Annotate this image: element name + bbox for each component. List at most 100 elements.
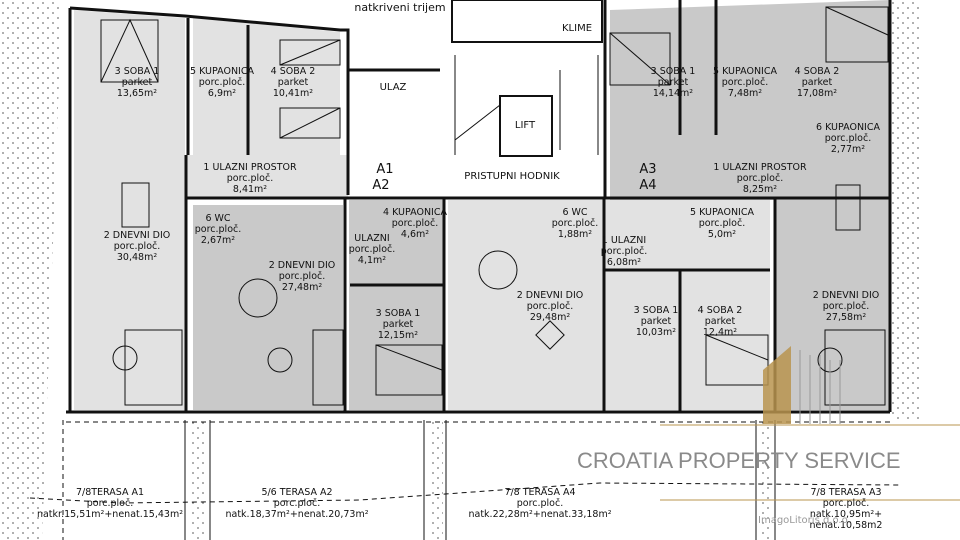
room-name: 5 KUPAONICA bbox=[690, 207, 754, 218]
room-name: 5/6 TERASA A2 bbox=[261, 487, 333, 498]
lift-shaft bbox=[499, 95, 553, 157]
room-name: 5 KUPAONICA bbox=[190, 66, 254, 77]
room-name: 3 SOBA 1 bbox=[114, 66, 160, 77]
watermark-credit: ImagoLitoris d.o.o. bbox=[758, 515, 851, 526]
room-name: 4 SOBA 2 bbox=[270, 66, 316, 77]
room-detail: porc.ploč. bbox=[822, 498, 870, 509]
room-name: 6 WC bbox=[205, 213, 231, 224]
room-detail: parket bbox=[382, 319, 414, 330]
room-name: ULAZNI bbox=[354, 233, 390, 244]
room-detail: 2,67m² bbox=[200, 235, 236, 246]
room-name: 6 WC bbox=[562, 207, 588, 218]
room-detail: 29,48m² bbox=[529, 312, 571, 323]
apartment-a4 bbox=[448, 200, 770, 410]
room-name: 3 SOBA 1 bbox=[650, 66, 696, 77]
room-detail: porc.ploč. bbox=[194, 224, 242, 235]
room-detail: porc.ploč. bbox=[822, 301, 870, 312]
apartment-a2-marker: A2 bbox=[372, 178, 390, 193]
room-detail: porc.ploč. bbox=[348, 244, 396, 255]
room-detail: porc.ploč. bbox=[600, 246, 648, 257]
lift-label: LIFT bbox=[514, 120, 536, 131]
room-detail: 10,03m² bbox=[635, 327, 677, 338]
room-detail: 5,0m² bbox=[707, 229, 737, 240]
room-detail: porc.ploč. bbox=[721, 77, 769, 88]
room-detail: 4,1m² bbox=[357, 255, 387, 266]
room-detail: porc.ploč. bbox=[736, 173, 784, 184]
room-detail: porc.ploč. bbox=[824, 133, 872, 144]
ac-room bbox=[451, 0, 603, 43]
apartment-a4-marker: A4 bbox=[639, 178, 657, 193]
room-name: 7/8TERASA A1 bbox=[75, 487, 145, 498]
room-detail: 17,08m² bbox=[796, 88, 838, 99]
room-detail: porc.ploč. bbox=[226, 173, 274, 184]
room-detail: parket bbox=[640, 316, 672, 327]
room-detail: porc.ploč. bbox=[526, 301, 574, 312]
room-detail: 2,77m² bbox=[830, 144, 866, 155]
room-detail: 27,58m² bbox=[825, 312, 867, 323]
room-detail: parket bbox=[704, 316, 736, 327]
furniture bbox=[100, 6, 889, 406]
room-name: 3 SOBA 1 bbox=[633, 305, 679, 316]
room-name: 6 KUPAONICA bbox=[816, 122, 880, 133]
room-name: 1 ULAZNI bbox=[601, 235, 647, 246]
room-detail: 8,41m² bbox=[232, 184, 268, 195]
room-detail: parket bbox=[801, 77, 833, 88]
room-detail: 12,4m² bbox=[702, 327, 738, 338]
terrace-outline bbox=[29, 420, 901, 540]
room-detail: porc.ploč. bbox=[278, 271, 326, 282]
room-detail: 27,48m² bbox=[281, 282, 323, 293]
room-detail: 4,6m² bbox=[400, 229, 430, 240]
room-detail: porc.ploč. bbox=[391, 218, 439, 229]
covered-porch-label: natkriveni trijem bbox=[351, 2, 449, 14]
garden-left bbox=[0, 0, 62, 540]
room-detail: porc.ploč. bbox=[198, 77, 246, 88]
room-name: 2 DNEVNI DIO bbox=[268, 260, 336, 271]
room-detail: porc.ploč. bbox=[273, 498, 321, 509]
room-detail: 30,48m² bbox=[116, 252, 158, 263]
room-detail: natk.22,28m²+nenat.33,18m² bbox=[468, 509, 612, 520]
apartment-a1-marker: A1 bbox=[376, 162, 394, 177]
room-detail: 1,88m² bbox=[557, 229, 593, 240]
room-detail: 10,41m² bbox=[272, 88, 314, 99]
garden-right bbox=[892, 0, 922, 420]
room-name: 4 SOBA 2 bbox=[794, 66, 840, 77]
room-name: 5 KUPAONICA bbox=[713, 66, 777, 77]
room-detail: 6,9m² bbox=[207, 88, 237, 99]
corridor-label: PRISTUPNI HODNIK bbox=[464, 171, 560, 182]
room-detail: porc.ploč. bbox=[551, 218, 599, 229]
room-detail: natk.10,95m²+ bbox=[809, 509, 883, 520]
room-detail: 12,15m² bbox=[377, 330, 419, 341]
room-name: 4 KUPAONICA bbox=[383, 207, 447, 218]
room-name: 1 ULAZNI PROSTOR bbox=[713, 162, 807, 173]
room-detail: porc.ploč. bbox=[698, 218, 746, 229]
room-name: 2 DNEVNI DIO bbox=[103, 230, 171, 241]
room-detail: natkr.15,51m²+nenat.15,43m² bbox=[36, 509, 184, 520]
room-name: 3 SOBA 1 bbox=[375, 308, 421, 319]
room-detail: porc.ploč. bbox=[516, 498, 564, 509]
room-detail: parket bbox=[277, 77, 309, 88]
terrace-dividers bbox=[184, 420, 776, 540]
room-detail: parket bbox=[657, 77, 689, 88]
room-name: 2 DNEVNI DIO bbox=[516, 290, 584, 301]
entrance-label: ULAZ bbox=[379, 82, 407, 93]
planter bbox=[430, 420, 443, 540]
room-detail: 7,48m² bbox=[727, 88, 763, 99]
room-name: 4 SOBA 2 bbox=[697, 305, 743, 316]
watermark-logo bbox=[763, 346, 791, 424]
room-detail: porc.ploč. bbox=[86, 498, 134, 509]
